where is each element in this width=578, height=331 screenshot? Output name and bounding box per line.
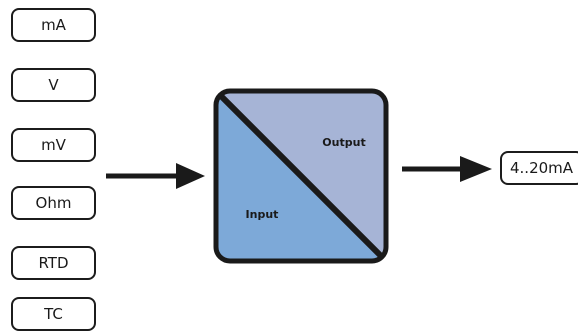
converter-input-label: Input	[246, 208, 279, 221]
output-arrow	[402, 156, 492, 182]
converter-block: Output Input	[213, 88, 389, 264]
input-signal-mv: mV	[11, 128, 96, 162]
converter-frame	[213, 88, 389, 264]
diagonal-divider	[216, 91, 386, 261]
converter-output-label: Output	[322, 136, 365, 149]
input-signal-rtd: RTD	[11, 246, 96, 280]
input-signal-ma: mA	[11, 8, 96, 42]
input-signal-ohm: Ohm	[11, 186, 96, 220]
input-signal-v: V	[11, 68, 96, 102]
output-signal: 4..20mA	[500, 151, 578, 185]
input-arrow	[106, 163, 205, 189]
